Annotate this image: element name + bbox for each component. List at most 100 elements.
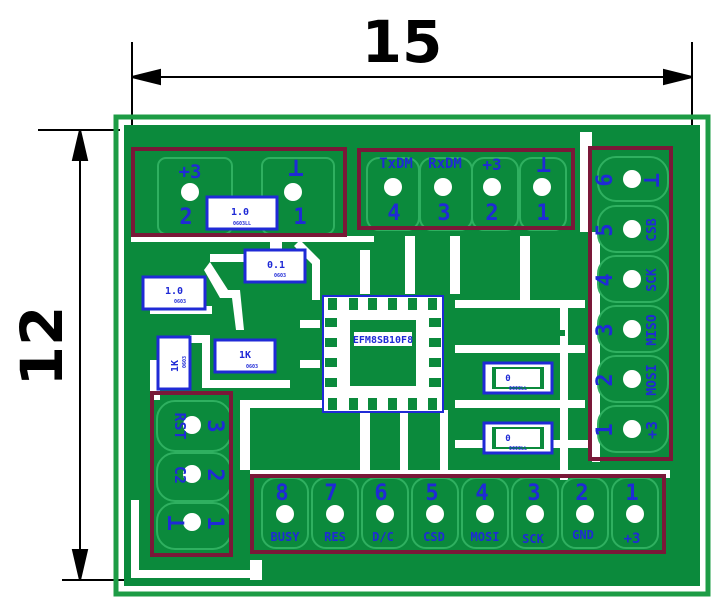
pin-label: MISO bbox=[645, 314, 660, 345]
ground-symbol: ⊥ bbox=[288, 153, 304, 183]
component-package: 0603 bbox=[274, 273, 286, 279]
ground-symbol: ⊥ bbox=[537, 150, 551, 178]
pin-number: 5 bbox=[425, 481, 438, 506]
pin-display-3 bbox=[526, 505, 544, 523]
pin-spi-4 bbox=[623, 270, 641, 288]
pin-display-4 bbox=[476, 505, 494, 523]
pin-number: 4 bbox=[387, 201, 400, 226]
pin-uart-2 bbox=[483, 178, 501, 196]
ic-pads-right bbox=[429, 318, 441, 387]
capacitor-left: 1.0 0603 bbox=[141, 275, 207, 311]
pin-label: SCK bbox=[522, 532, 544, 546]
component-package: 0603 bbox=[246, 364, 258, 370]
pin-left-1 bbox=[183, 513, 201, 531]
pin-number: 1 bbox=[625, 481, 638, 506]
pin-number: 1 bbox=[593, 423, 618, 436]
pin-label: MOSI bbox=[645, 364, 660, 395]
pin-spi-3 bbox=[623, 320, 641, 338]
pin-label: D/C bbox=[372, 530, 394, 544]
pin-uart-1 bbox=[533, 178, 551, 196]
pin-number: 2 bbox=[593, 373, 618, 386]
component-value: 1.0 bbox=[231, 207, 249, 218]
component-value: 0 bbox=[505, 374, 510, 384]
pin-uart-4 bbox=[384, 178, 402, 196]
component-value: 1.0 bbox=[165, 286, 183, 297]
pin-label: +3 bbox=[624, 531, 641, 547]
dimension-height-label: 12 bbox=[8, 306, 76, 387]
resistor-left-vertical: 1K 0603 bbox=[156, 335, 192, 391]
pin-display-2 bbox=[576, 505, 594, 523]
connector-display: 8 7 6 5 4 3 2 1 BUSY RES D/C CSD MOSI SC… bbox=[250, 474, 666, 554]
pin-label: CSB bbox=[645, 218, 660, 242]
pin-label: C2 bbox=[171, 466, 189, 484]
pin-number: 2 bbox=[485, 201, 498, 226]
connector-power: +3 2 ⊥ 1 bbox=[131, 147, 347, 237]
dimension-height bbox=[38, 129, 160, 581]
component-value: 1K bbox=[170, 360, 181, 372]
pin-spi-6 bbox=[623, 170, 641, 188]
pin-number: 7 bbox=[324, 481, 337, 506]
pin-display-1 bbox=[626, 505, 644, 523]
connector-left: RST C2 ⊥ 3 2 1 bbox=[150, 391, 233, 557]
pin-number: 4 bbox=[475, 481, 488, 506]
component-value: 0.1 bbox=[267, 260, 285, 271]
pin-display-7 bbox=[326, 505, 344, 523]
pin-number: 3 bbox=[593, 323, 618, 336]
component-package: 0603LL bbox=[509, 446, 527, 452]
ground-symbol: ⊥ bbox=[161, 515, 191, 531]
pin-left-2 bbox=[183, 465, 201, 483]
pin-number: 1 bbox=[536, 201, 549, 226]
component-value: 1K bbox=[239, 350, 251, 361]
component-package: 0603 bbox=[174, 299, 186, 305]
pin-spi-1 bbox=[623, 420, 641, 438]
pin-spi-5 bbox=[623, 220, 641, 238]
pin-power-1 bbox=[284, 183, 302, 201]
ic-name: EFM8SB10F8 bbox=[353, 335, 413, 346]
pin-label: MOSI bbox=[471, 530, 500, 544]
ground-symbol: ⊥ bbox=[637, 173, 665, 187]
pin-spi-2 bbox=[623, 370, 641, 388]
capacitor-top: 1.0 0603LL bbox=[205, 195, 279, 231]
pin-number: 6 bbox=[374, 481, 387, 506]
component-package: 0603 bbox=[182, 356, 188, 368]
resistor-right-lower: 0 0603LL bbox=[482, 421, 554, 455]
connector-spi-right: 6 5 4 3 2 1 ⊥ CSB SCK MISO MOSI +3 bbox=[588, 146, 673, 461]
pin-label: CSD bbox=[423, 530, 445, 544]
pin-label: RES bbox=[324, 530, 346, 544]
pin-number: 1 bbox=[293, 205, 306, 230]
pin-label: +3 bbox=[643, 421, 661, 439]
pin-display-5 bbox=[426, 505, 444, 523]
pin-number: 8 bbox=[275, 481, 288, 506]
pin-label: RST bbox=[171, 412, 189, 439]
pin-label: +3 bbox=[179, 161, 202, 183]
pin-number: 2 bbox=[575, 481, 588, 506]
resistor-right-upper: 0 0603LL bbox=[482, 361, 554, 395]
pin-number: 4 bbox=[593, 273, 618, 286]
pin-left-3 bbox=[183, 416, 201, 434]
pin-label: GND bbox=[572, 528, 594, 542]
pin-label: SCK bbox=[645, 268, 660, 292]
pin-number: 6 bbox=[593, 173, 618, 186]
board-outline bbox=[113, 114, 711, 597]
dimension-width-label: 15 bbox=[362, 8, 443, 76]
capacitor-mid: 0.1 0603 bbox=[243, 248, 307, 284]
ic-footprint: EFM8SB10F8 bbox=[322, 295, 444, 413]
component-package: 0603LL bbox=[509, 386, 527, 392]
pin-number: 3 bbox=[202, 419, 227, 432]
pin-label: BUSY bbox=[271, 530, 301, 544]
pin-label: TxDM bbox=[379, 156, 413, 172]
pin-number: 5 bbox=[593, 223, 618, 236]
pin-number: 2 bbox=[202, 468, 227, 481]
pin-number: 2 bbox=[179, 205, 192, 230]
pin-display-8 bbox=[276, 505, 294, 523]
pin-number: 3 bbox=[527, 481, 540, 506]
ic-pads-top bbox=[328, 298, 437, 310]
resistor-center: 1K 0603 bbox=[213, 338, 277, 374]
ic-pads-bottom bbox=[328, 398, 437, 410]
pin-label: RxDM bbox=[428, 156, 462, 172]
connector-uart: TxDM RxDM +3 ⊥ 4 3 2 1 bbox=[357, 148, 575, 231]
component-package: 0603LL bbox=[233, 221, 251, 227]
pin-uart-3 bbox=[434, 178, 452, 196]
pin-display-6 bbox=[376, 505, 394, 523]
